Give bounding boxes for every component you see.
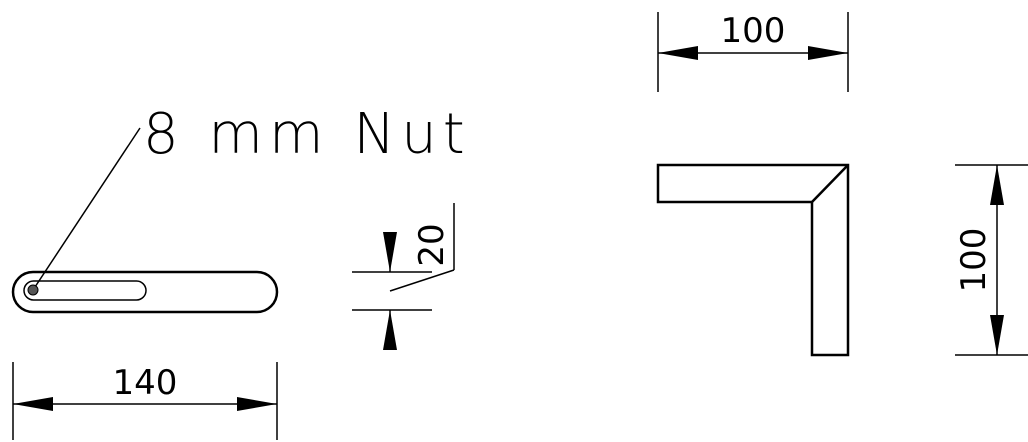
slot-inner: [23, 280, 147, 301]
dim-140-arrow-right: [237, 397, 277, 411]
nut-marker: [27, 284, 39, 296]
dim-140-arrow-left: [13, 397, 53, 411]
dim-20-leader: [389, 269, 455, 292]
dim-20-arrow-bottom: [383, 310, 397, 350]
dim-20-text: 20: [412, 223, 452, 266]
dim-100h-arrow-top: [990, 165, 1004, 205]
angle-bracket-miter: [811, 164, 849, 203]
dim-100h-arrow-bottom: [990, 315, 1004, 355]
slot-bar-outline: [11, 270, 279, 314]
leader-line: [32, 127, 141, 291]
dim-100w-arrow-right: [808, 46, 848, 60]
dim-140-text: 140: [113, 363, 178, 403]
nut-label: 8 mm Nut: [143, 102, 471, 167]
dim-100w-arrow-left: [658, 46, 698, 60]
dim-100w-text: 100: [721, 11, 786, 51]
dim-100h-text: 100: [954, 228, 994, 293]
dim-20-arrow-top: [383, 232, 397, 272]
